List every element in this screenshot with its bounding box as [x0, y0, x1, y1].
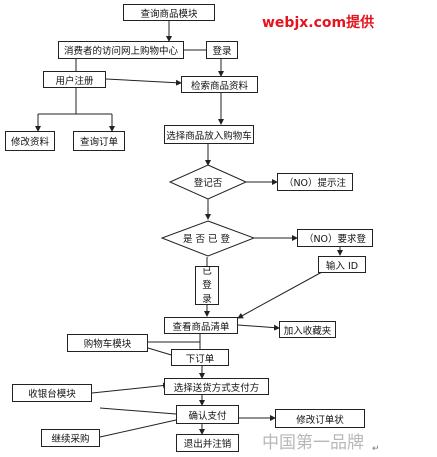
node-input-id: 输入 ID	[318, 256, 366, 273]
node-cart-module: 购物车模块	[67, 334, 148, 352]
node-choose-cart: 选择商品放入购物车	[164, 125, 254, 144]
node-exit-logout: 退出并注销	[176, 434, 239, 452]
node-place-order: 下订单	[171, 349, 229, 366]
brand-logo-text: webjx.com提供	[262, 15, 375, 31]
decision-registered-label: 登记否	[193, 178, 223, 189]
node-purchase-module: 继续采购	[41, 429, 100, 447]
node-query-order: 查询订单	[73, 131, 125, 151]
node-confirm-pay: 确认支付	[176, 405, 239, 424]
node-view-list: 查看商品清单	[164, 317, 238, 334]
decision-logged-in-label: 是否已登	[182, 234, 234, 245]
node-modify-order: 修改订单状	[275, 409, 365, 428]
node-add-favorite: 加入收藏夹	[279, 321, 336, 338]
node-checkout-module: 收银台模块	[12, 384, 92, 402]
watermark-text: 中国第一品牌	[262, 433, 364, 453]
already-logged-char-3: 录	[202, 293, 212, 305]
node-query-module: 查询商品模块	[123, 4, 215, 21]
return-mark: ↵	[372, 444, 380, 454]
node-no-prompt: （NO）提示注	[277, 173, 353, 191]
node-user-register: 用户注册	[43, 71, 106, 88]
node-login: 登录	[206, 41, 238, 59]
node-edit-profile: 修改资料	[5, 131, 55, 151]
node-choose-delivery: 选择送货方式支付方	[164, 378, 269, 395]
already-logged-char-2: 登	[202, 279, 212, 291]
node-no-require: （NO）要求登	[297, 229, 373, 247]
decision-logged-in-diamond	[160, 220, 256, 257]
node-search-goods: 检索商品资料	[181, 76, 258, 93]
decision-registered-diamond	[168, 164, 248, 200]
node-already-logged: 已 登 录	[195, 266, 219, 305]
already-logged-char-1: 已	[202, 265, 212, 277]
node-visit-center: 消费者的访问网上购物中心	[58, 41, 184, 59]
